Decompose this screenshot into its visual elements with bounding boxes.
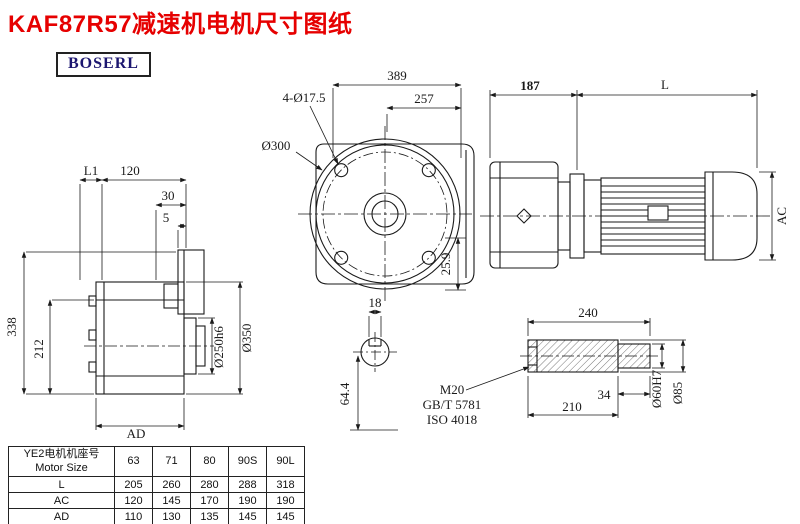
dim-30: 30 [162,188,175,203]
dim-240: 240 [578,305,598,320]
table-col-63: 63 [114,446,153,477]
row-label-AD: AD [8,508,115,524]
cell-AC-71: 145 [152,492,191,509]
dim-210: 210 [562,399,582,414]
shaft-end-view [353,332,397,372]
brand-logo-text: BOSERL [68,55,139,72]
motor-view [480,161,770,269]
front-view [298,126,475,302]
cell-AD-63: 110 [114,508,153,524]
cell-AC-80: 170 [190,492,229,509]
dim-120: 120 [120,163,140,178]
table-col-71: 71 [152,446,191,477]
dim-AD: AD [127,426,146,441]
dim-257: 257 [414,91,434,106]
dim-350: Ø350 [239,324,254,353]
motor-size-table: YE2电机机座号 Motor Size 63 71 80 90S 90L L 2… [8,446,305,524]
dim-AC: AC [774,207,789,225]
label-iso-4018: ISO 4018 [427,412,477,427]
dim-64-4: 64.4 [337,382,352,405]
dim-85: Ø85 [670,382,685,404]
cell-L-71: 260 [152,476,191,493]
dim-18: 18 [369,295,382,310]
dim-389: 389 [387,68,407,83]
dimension-labels: 389 4-Ø17.5 257 187 L Ø300 L1 120 30 5 3… [4,68,789,441]
cell-L-90s: 288 [228,476,267,493]
side-view [84,249,214,395]
table-row-AD: AD 110 130 135 145 145 [8,508,305,524]
dim-60h7: Ø60H7 [649,369,664,408]
cell-L-63: 205 [114,476,153,493]
cell-AC-90s: 190 [228,492,267,509]
cell-AD-90l: 145 [266,508,305,524]
dim-bolt-holes: 4-Ø17.5 [283,90,326,105]
cell-L-80: 280 [190,476,229,493]
table-col-90l: 90L [266,446,305,477]
cell-L-90l: 318 [266,476,305,493]
cell-AD-80: 135 [190,508,229,524]
cell-AC-90l: 190 [266,492,305,509]
table-row-AC: AC 120 145 170 190 190 [8,492,305,509]
table-col-90s: 90S [228,446,267,477]
table-row-L: L 205 260 280 288 318 [8,476,305,493]
cell-AD-90s: 145 [228,508,267,524]
brand-logo: BOSERL [56,52,151,77]
table-header-en: Motor Size [35,461,88,474]
label-m20: M20 [440,382,465,397]
table-col-80: 80 [190,446,229,477]
dimension-lines [21,82,776,431]
row-label-L: L [8,476,115,493]
table-header-motor-size: YE2电机机座号 Motor Size [8,446,115,477]
dim-25-9: 25.9 [438,253,453,276]
dim-34: 34 [598,387,612,402]
dim-L: L [661,77,669,92]
cell-AD-71: 130 [152,508,191,524]
table-header-cn: YE2电机机座号 [23,447,100,460]
cell-AC-63: 120 [114,492,153,509]
table-header-row: YE2电机机座号 Motor Size 63 71 80 90S 90L [8,446,305,477]
label-gbt-5781: GB/T 5781 [423,397,482,412]
dim-250h6: Ø250h6 [211,326,226,368]
dim-L1: L1 [84,163,98,178]
shaft-detail [520,339,658,373]
dim-5: 5 [163,210,170,225]
page-title: KAF87R57减速机电机尺寸图纸 [8,11,353,38]
dim-187: 187 [520,78,540,93]
dim-212: 212 [31,339,46,359]
row-label-AC: AC [8,492,115,509]
dim-338: 338 [4,317,19,337]
dim-300: Ø300 [262,138,291,153]
